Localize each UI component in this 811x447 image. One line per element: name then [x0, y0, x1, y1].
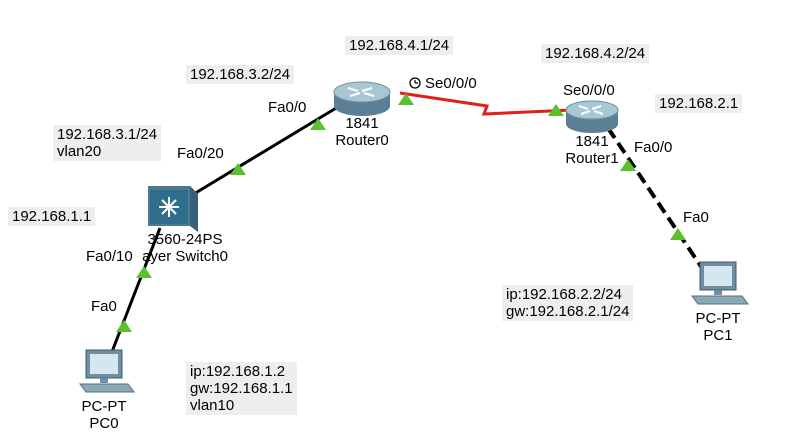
port-label-r1-fa: Fa0/0 [634, 139, 673, 156]
device-label-router0[interactable]: 1841 Router0 [330, 115, 394, 149]
note-pc0-config[interactable]: ip:192.168.1.2 gw:192.168.1.1 vlan10 [186, 362, 297, 415]
device-name: PC0 [89, 415, 119, 432]
device-label-switch0[interactable]: 3560-24PS ayer Switch0 [120, 231, 250, 265]
note-text: gw:192.168.2.1/24 [506, 303, 630, 320]
link-router0-router1-serial[interactable] [399, 91, 573, 116]
note-text: ip:192.168.1.2 [190, 363, 286, 380]
link-switch0-router0[interactable] [173, 94, 357, 208]
note-text: 192.168.4.2/24 [545, 45, 646, 62]
device-model: 1841 [575, 133, 609, 150]
port-status-r1-se [548, 104, 564, 116]
device-model: PC-PT [81, 398, 127, 415]
link-router1-pc1[interactable] [606, 126, 704, 270]
note-pc1-config[interactable]: ip:192.168.2.2/24 gw:192.168.2.1/24 [502, 285, 634, 321]
note-text: 192.168.2.1 [659, 95, 739, 112]
note-text: 192.168.1.1 [12, 208, 92, 225]
device-model: 1841 [345, 115, 379, 132]
note-text: ip:192.168.2.2/24 [506, 286, 622, 303]
note-r0-fa-ip[interactable]: 192.168.3.2/24 [186, 65, 295, 84]
device-model: 3560-24PS [147, 231, 223, 248]
port-status-r0-se [398, 93, 414, 105]
note-text: vlan10 [190, 397, 235, 414]
link-switch0-pc0[interactable] [106, 227, 162, 363]
clock-icon [409, 77, 421, 89]
device-name: ayer Switch0 [142, 248, 228, 265]
port-label-pc1-fa: Fa0 [683, 209, 709, 226]
note-text: gw:192.168.1.1 [190, 380, 293, 397]
router1-router-icon[interactable] [565, 100, 619, 133]
note-text: 192.168.3.2/24 [190, 66, 291, 83]
port-label-r0-fa: Fa0/0 [268, 99, 307, 116]
note-r0-serial-ip[interactable]: 192.168.4.1/24 [345, 36, 454, 55]
port-status-pc1-fa [670, 228, 686, 240]
port-label-sw-down: Fa0/10 [86, 248, 133, 265]
port-status-sw-down [136, 266, 152, 278]
device-label-pc1[interactable]: PC-PT PC1 [688, 310, 748, 344]
port-status-sw-up [230, 163, 246, 175]
note-text: 192.168.3.1/24 [57, 126, 158, 143]
port-status-r0-fa [310, 118, 326, 130]
device-label-pc0[interactable]: PC-PT PC0 [74, 398, 134, 432]
device-name: PC1 [703, 327, 733, 344]
port-status-r1-fa [620, 159, 636, 171]
note-text: vlan20 [57, 143, 102, 160]
note-text: 192.168.4.1/24 [349, 37, 450, 54]
device-model: PC-PT [695, 310, 741, 327]
router0-router-icon[interactable] [333, 81, 391, 116]
device-label-router1[interactable]: 1841 Router1 [560, 133, 624, 167]
pc1-pc-icon[interactable] [691, 261, 749, 305]
note-switch-lan-ip[interactable]: 192.168.1.1 [8, 207, 96, 226]
device-name: Router0 [335, 132, 389, 149]
note-r1-serial-ip[interactable]: 192.168.4.2/24 [541, 44, 650, 63]
switch0-multilayer-switch-icon[interactable] [148, 186, 198, 232]
port-label-sw-up: Fa0/20 [177, 145, 224, 162]
port-label-r1-se: Se0/0/0 [563, 82, 615, 99]
port-label-r0-se: Se0/0/0 [425, 75, 477, 92]
port-label-pc0-fa: Fa0 [91, 298, 117, 315]
note-switch-svi[interactable]: 192.168.3.1/24 vlan20 [53, 125, 162, 161]
note-r1-lan-ip[interactable]: 192.168.2.1 [655, 94, 743, 113]
port-status-pc0-fa [116, 320, 132, 332]
pc0-pc-icon[interactable] [79, 349, 135, 393]
device-name: Router1 [565, 150, 619, 167]
